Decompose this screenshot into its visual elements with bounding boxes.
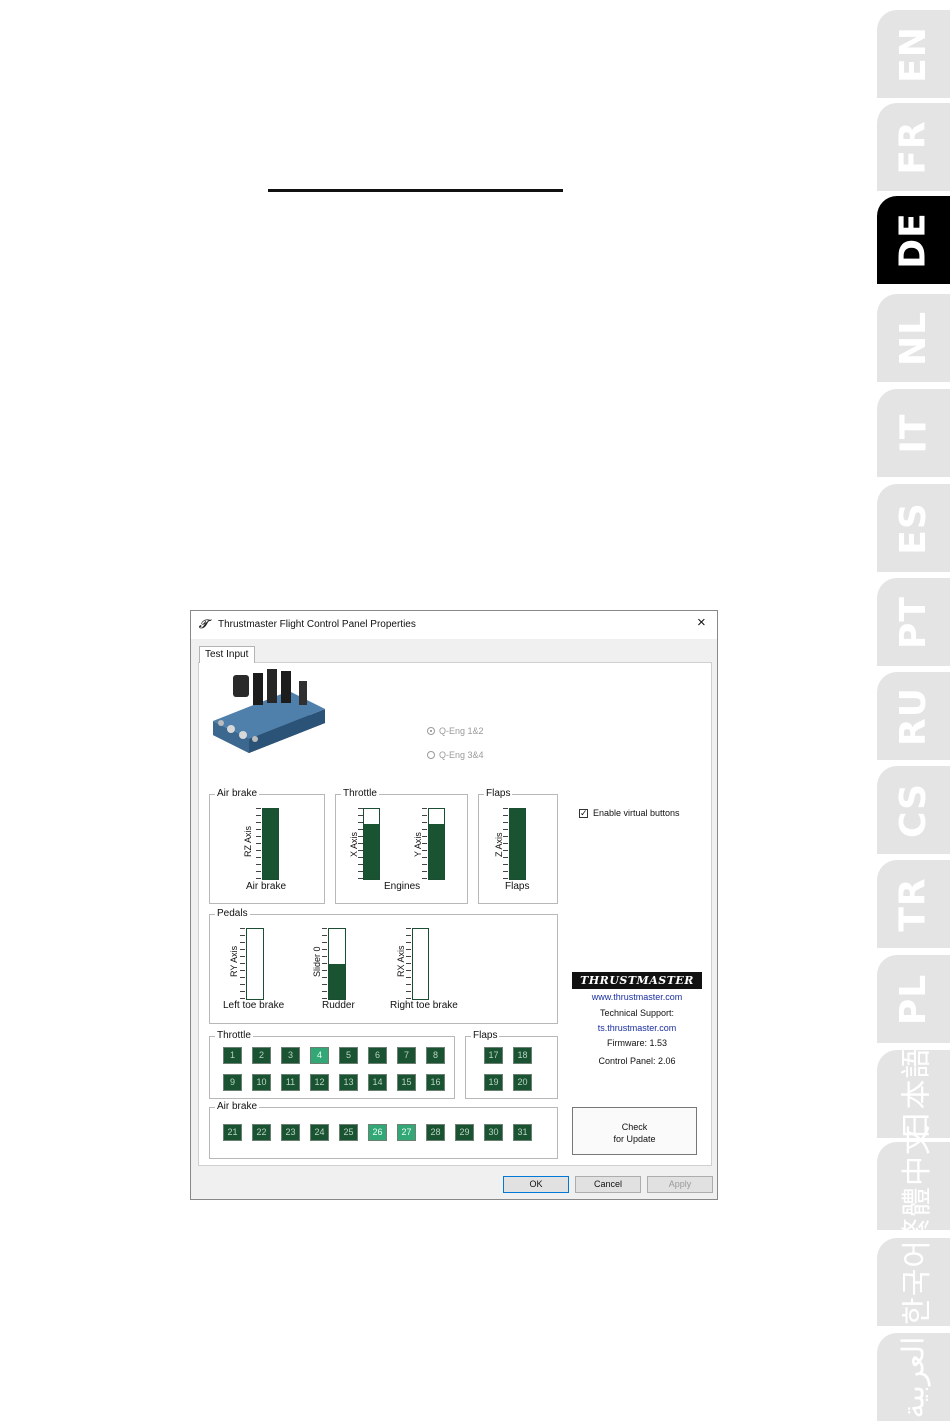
virtual-button-15: 15 [397,1074,416,1091]
thrustmaster-logo-icon: 𝒯 [199,617,209,631]
axis-bar-z [509,808,526,880]
support-link[interactable]: ts.thrustmaster.com [597,1023,677,1033]
lang-tab-ko[interactable]: 한국어 [877,1238,950,1326]
virtual-button-9: 9 [223,1074,242,1091]
axis-bar-fill [510,809,525,879]
lang-tab-nl[interactable]: NL [877,294,950,382]
virtual-button-1: 1 [223,1047,242,1064]
radio-dot-selected [427,727,435,735]
virtual-button-26: 26 [368,1124,387,1141]
axis-ticks [358,808,363,880]
tab-test-input[interactable]: Test Input [199,646,255,663]
lang-tab-ru[interactable]: RU [877,672,950,760]
virtual-button-10: 10 [252,1074,271,1091]
virtual-button-3: 3 [281,1047,300,1064]
lang-tab-es[interactable]: ES [877,484,950,572]
axis-bar-slider0 [328,928,346,1000]
apply-button[interactable]: Apply [647,1176,713,1193]
axis-bar-fill [364,823,379,879]
virtual-button-2: 2 [252,1047,271,1064]
lang-tab-cs[interactable]: CS [877,766,950,854]
radio-q-eng-1-2[interactable]: Q-Eng 1&2 [427,726,484,736]
virtual-button-18: 18 [513,1047,532,1064]
axis-bar-y [428,808,445,880]
virtual-button-31: 31 [513,1124,532,1141]
axis-ticks [256,808,261,880]
virtual-button-13: 13 [339,1074,358,1091]
properties-dialog: 𝒯 Thrustmaster Flight Control Panel Prop… [190,610,718,1200]
virtual-button-12: 12 [310,1074,329,1091]
thrustmaster-logo: THRUSTMASTER [572,972,702,989]
virtual-button-28: 28 [426,1124,445,1141]
pedals-axis-group: Pedals RY Axis Left toe brake Slider 0 R… [209,908,558,1024]
axis-ticks [406,928,411,1000]
virtual-button-30: 30 [484,1124,503,1141]
virtual-button-20: 20 [513,1074,532,1091]
axis-ticks [503,808,508,880]
enable-virtual-buttons[interactable]: ✓ Enable virtual buttons [579,807,680,818]
firmware-version: Firmware: 1.53 [606,1038,668,1048]
axis-bar-fill [429,823,444,879]
lang-tab-de[interactable]: DE [877,196,950,284]
virtual-button-21: 21 [223,1124,242,1141]
lang-tab-en[interactable]: EN [877,10,950,98]
lang-tab-fr[interactable]: FR [877,103,950,191]
cancel-button[interactable]: Cancel [575,1176,641,1193]
window-title: Thrustmaster Flight Control Panel Proper… [218,619,416,630]
virtual-button-6: 6 [368,1047,387,1064]
flaps-axis-group: Flaps Z Axis Flaps [478,788,558,904]
virtual-button-7: 7 [397,1047,416,1064]
axis-bar-x [363,808,380,880]
lang-tab-it[interactable]: IT [877,389,950,477]
axis-bar-fill [263,809,278,879]
axis-bar-rx [412,928,429,1000]
virtual-button-22: 22 [252,1124,271,1141]
air-brake-axis-group: Air brake RZ Axis Air brake [209,788,325,904]
axis-bar-ry [246,928,264,1000]
support-label: Technical Support: [599,1008,675,1018]
checkbox-checked-icon[interactable]: ✓ [579,807,588,818]
axis-ticks [240,928,245,1000]
heading-underline [268,189,563,192]
check-for-update-button[interactable]: Check for Update [572,1107,697,1155]
lang-tab-tr[interactable]: TR [877,860,950,948]
ok-button[interactable]: OK [503,1176,569,1193]
title-bar: 𝒯 Thrustmaster Flight Control Panel Prop… [191,611,717,639]
virtual-button-11: 11 [281,1074,300,1091]
axis-ticks [322,928,327,1000]
virtual-button-29: 29 [455,1124,474,1141]
radio-dot [427,751,435,759]
throttle-quadrant-image [213,669,325,753]
lang-tab-ja[interactable]: 日本語 [877,1048,950,1141]
virtual-button-5: 5 [339,1047,358,1064]
lang-tab-pt[interactable]: PT [877,578,950,666]
radio-q-eng-3-4[interactable]: Q-Eng 3&4 [427,750,484,760]
lang-tab-zh[interactable]: 繁體中文 [877,1124,950,1248]
axis-bar-fill [329,964,345,999]
language-tabs: EN FR DE NL IT ES PT RU CS TR PL 日本語 繁體中… [877,0,950,1423]
virtual-button-17: 17 [484,1047,503,1064]
virtual-button-23: 23 [281,1124,300,1141]
close-button[interactable]: × [697,614,706,631]
virtual-button-8: 8 [426,1047,445,1064]
virtual-button-24: 24 [310,1124,329,1141]
lang-tab-ar[interactable]: العربية [877,1333,950,1421]
virtual-button-19: 19 [484,1074,503,1091]
axis-bar-rz [262,808,279,880]
website-link[interactable]: www.thrustmaster.com [591,992,683,1002]
throttle-axis-group: Throttle X Axis Y Axis Engines [335,788,468,904]
virtual-button-27: 27 [397,1124,416,1141]
virtual-button-14: 14 [368,1074,387,1091]
virtual-button-4: 4 [310,1047,329,1064]
virtual-button-25: 25 [339,1124,358,1141]
axis-ticks [422,808,427,880]
virtual-button-16: 16 [426,1074,445,1091]
control-panel-version: Control Panel: 2.06 [598,1056,676,1066]
lang-tab-pl[interactable]: PL [877,955,950,1043]
